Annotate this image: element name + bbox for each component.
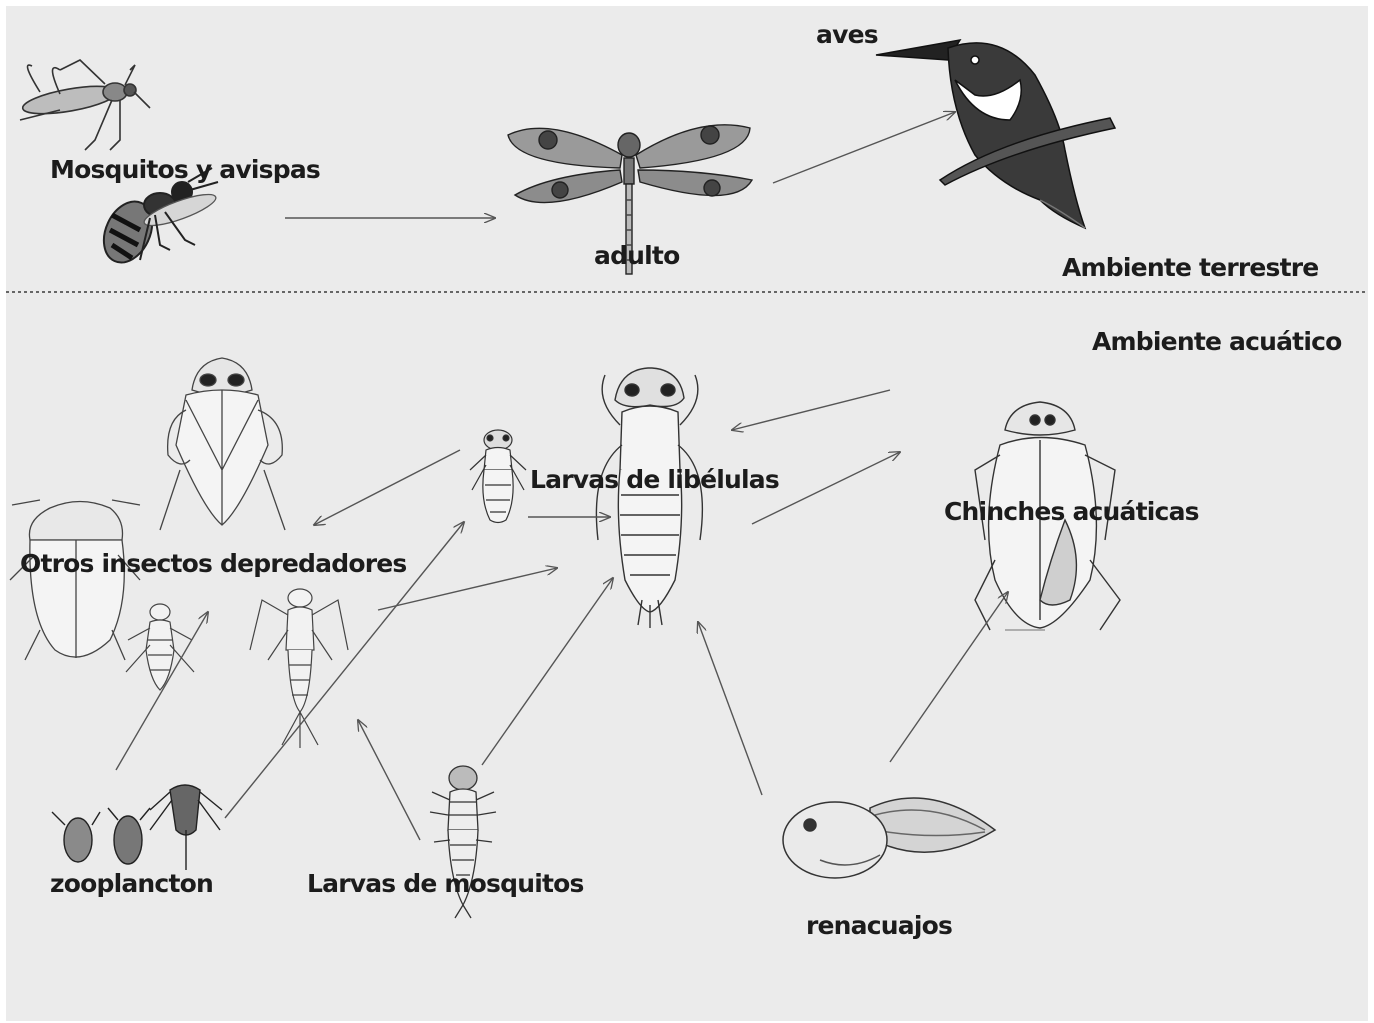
label-renacuajos: renacuajos bbox=[806, 913, 952, 938]
tadpole-icon bbox=[783, 798, 995, 878]
mosquito-icon bbox=[20, 60, 150, 150]
label-aves: aves bbox=[816, 22, 878, 47]
kingfisher-icon bbox=[876, 40, 1115, 228]
label-ambiente-acuatico: Ambiente acuático bbox=[1092, 329, 1342, 354]
label-chinches-acuaticas: Chinches acuáticas bbox=[944, 499, 1199, 524]
label-mosquitos-avispas: Mosquitos y avispas bbox=[50, 157, 320, 182]
arrow-adult-to-birds bbox=[773, 112, 955, 183]
beetle-icon bbox=[10, 500, 140, 660]
water-bug-icon bbox=[160, 358, 285, 530]
arrow-chinches-to-larva bbox=[732, 390, 890, 430]
nymph-icon bbox=[250, 589, 348, 748]
arrow-small-larva-to-others bbox=[314, 450, 460, 525]
arrow-tadpoles-to-larva bbox=[698, 622, 762, 795]
label-ambiente-terrestre: Ambiente terrestre bbox=[1062, 255, 1318, 280]
label-adulto: adulto bbox=[594, 243, 679, 268]
label-larvas-libelulas: Larvas de libélulas bbox=[530, 467, 779, 492]
arrow-mosquito-larvae-to-nymph bbox=[358, 720, 420, 840]
zooplankton-icon bbox=[52, 785, 222, 870]
dragonfly-larva-icon bbox=[470, 430, 526, 523]
label-larvas-mosquitos: Larvas de mosquitos bbox=[307, 871, 584, 896]
label-otros-insectos: Otros insectos depredadores bbox=[20, 551, 406, 576]
nymph-icon bbox=[126, 604, 194, 690]
arrow-mosquito-larvae-to-larva bbox=[482, 578, 613, 765]
label-zooplancton: zooplancton bbox=[50, 871, 213, 896]
arrow-tadpoles-to-chinches bbox=[890, 592, 1008, 762]
dragonfly-larva-icon bbox=[596, 368, 702, 628]
